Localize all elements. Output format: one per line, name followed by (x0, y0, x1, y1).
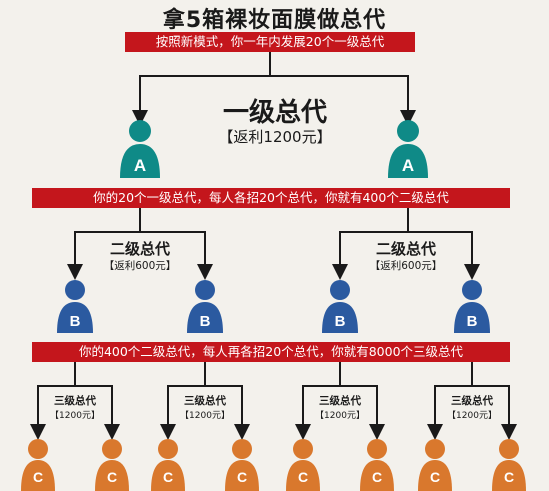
diagram-title: 拿5箱裸妆面膜做总代 (162, 8, 387, 33)
person-letter: C (33, 469, 43, 485)
person-a-icon: A (388, 120, 428, 178)
level3-rebate: 【1200元】 (447, 411, 497, 421)
person-letter: A (134, 156, 146, 175)
person-b-icon: B (322, 280, 358, 333)
level3-title: 三级总代 (54, 395, 96, 407)
person-c-icon: C (286, 439, 320, 491)
level1-title: 一级总代 (222, 98, 327, 128)
person-letter: C (504, 469, 514, 485)
person-c-icon: C (151, 439, 185, 491)
level3-rebate: 【1200元】 (315, 411, 365, 421)
person-letter: B (335, 313, 346, 330)
level3-rebate: 【1200元】 (50, 411, 100, 421)
person-b-icon: B (187, 280, 223, 333)
level2-rebate: 【返利600元】 (103, 260, 177, 272)
person-c-icon: C (225, 439, 259, 491)
person-c-icon: C (21, 439, 55, 491)
person-letter: C (163, 469, 173, 485)
level3-title: 三级总代 (184, 395, 226, 407)
person-letter: B (467, 313, 478, 330)
person-c-icon: C (95, 439, 129, 491)
level1-rebate: 【返利1200元】 (218, 128, 332, 146)
mid-banner-1: 你的20个一级总代，每人各招20个总代，你就有400个二级总代 (32, 188, 510, 208)
level2-rebate: 【返利600元】 (369, 260, 443, 272)
person-letter: C (372, 469, 382, 485)
level3-title: 三级总代 (319, 395, 361, 407)
person-letter: C (237, 469, 247, 485)
person-letter: B (70, 313, 81, 330)
level3-title: 三级总代 (451, 395, 493, 407)
person-letter: C (298, 469, 308, 485)
level3-rebate: 【1200元】 (180, 411, 230, 421)
person-b-icon: B (454, 280, 490, 333)
person-c-icon: C (360, 439, 394, 491)
person-letter: B (200, 313, 211, 330)
person-c-icon: C (492, 439, 526, 491)
person-letter: A (402, 156, 414, 175)
person-letter: C (430, 469, 440, 485)
person-a-icon: A (120, 120, 160, 178)
level2-title: 二级总代 (109, 240, 170, 258)
person-c-icon: C (418, 439, 452, 491)
level2-title: 二级总代 (375, 240, 436, 258)
mid-banner-2: 你的400个二级总代，每人再各招20个总代，你就有8000个三级总代 (32, 342, 510, 362)
top-banner: 按照新模式，你一年内发展20个一级总代 (125, 32, 415, 52)
person-b-icon: B (57, 280, 93, 333)
person-letter: C (107, 469, 117, 485)
